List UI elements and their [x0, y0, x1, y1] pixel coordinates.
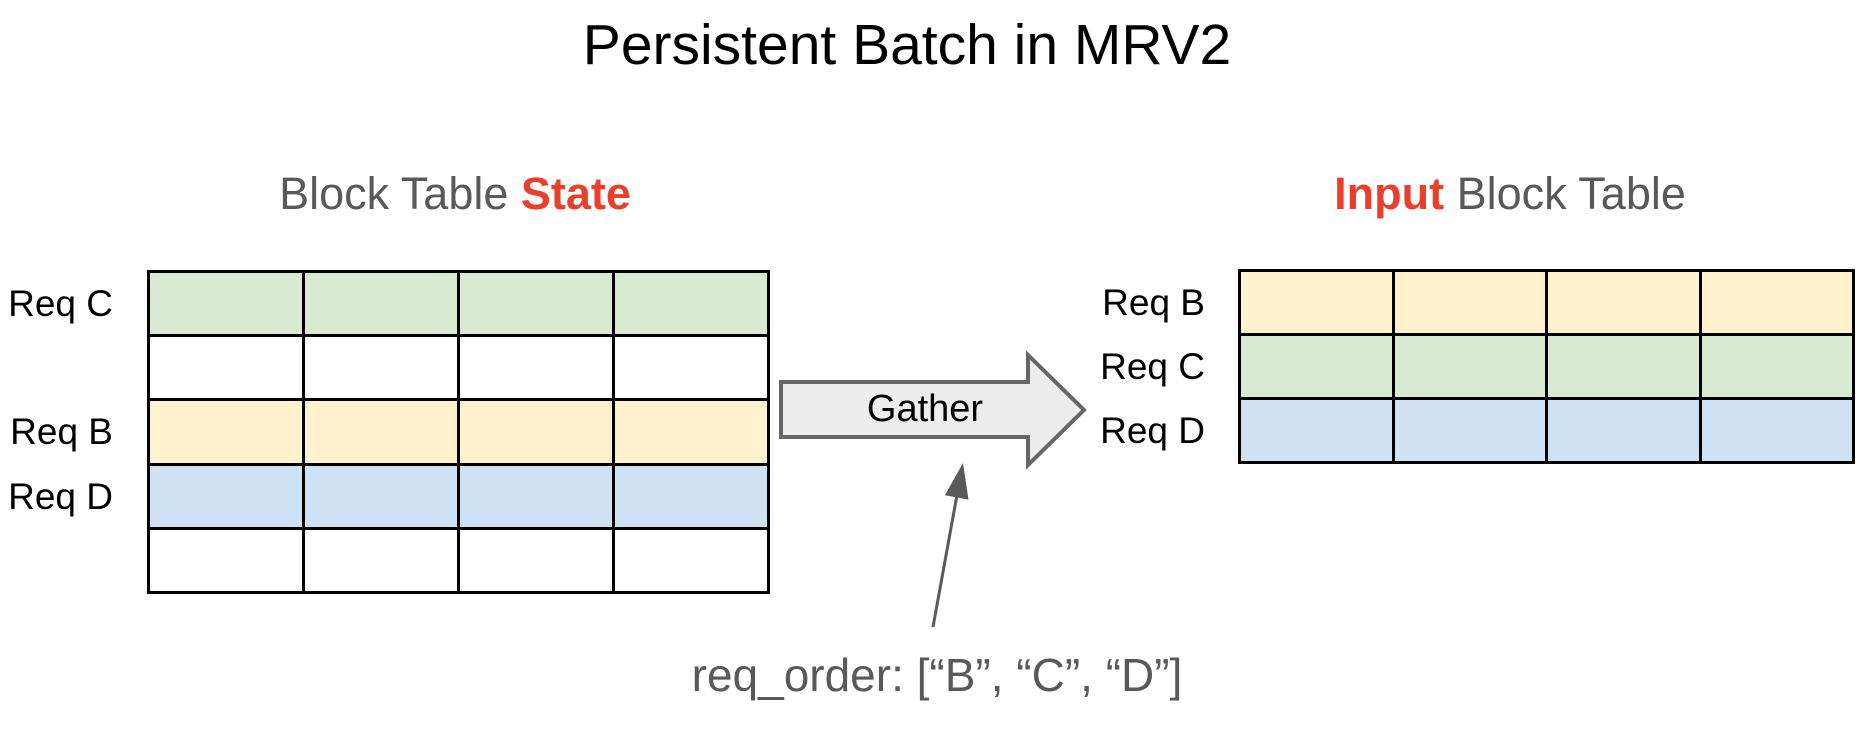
block-cell — [460, 529, 612, 591]
block-cell — [460, 401, 612, 463]
gather-arrow: Gather — [775, 350, 1090, 470]
gather-arrow-label: Gather — [866, 388, 984, 430]
block-cell — [305, 465, 457, 527]
block-cell — [305, 273, 457, 335]
block-cell — [305, 337, 457, 399]
right-heading-gray-text: Block Table — [1444, 168, 1686, 219]
input-block-table-grid — [1238, 269, 1855, 464]
req-order-annotation: req_order: [“B”, “C”, “D”] — [691, 649, 1183, 701]
block-cell — [1394, 272, 1545, 333]
block-cell — [1394, 336, 1545, 397]
block-cell — [460, 273, 612, 335]
block-cell — [460, 337, 612, 399]
left-table-heading: Block Table State — [120, 168, 790, 220]
block-cell — [150, 401, 302, 463]
block-cell — [1701, 336, 1852, 397]
left-heading-accent-text: State — [520, 168, 631, 219]
block-cell — [1241, 272, 1392, 333]
block-cell — [150, 273, 302, 335]
row-label: Req C — [8, 283, 113, 324]
block-cell — [1548, 336, 1699, 397]
right-table-heading: Input Block Table — [1190, 168, 1830, 220]
row-label: Req B — [1102, 282, 1205, 323]
block-cell — [1241, 336, 1392, 397]
annotation-arrow-icon — [931, 463, 969, 628]
block-cell — [150, 529, 302, 591]
block-cell — [1701, 272, 1852, 333]
row-label: Req D — [1100, 410, 1205, 451]
block-cell — [1548, 400, 1699, 461]
block-cell — [305, 529, 457, 591]
block-cell — [615, 465, 767, 527]
block-cell — [305, 401, 457, 463]
block-cell — [615, 401, 767, 463]
left-heading-gray-text: Block Table — [279, 168, 521, 219]
block-cell — [460, 465, 612, 527]
block-cell — [150, 465, 302, 527]
slide-title: Persistent Batch in MRV2 — [582, 13, 1232, 77]
row-label: Req B — [10, 411, 113, 453]
block-cell — [1394, 400, 1545, 461]
row-label: Req D — [8, 475, 113, 517]
annotation-arrow — [910, 455, 980, 640]
block-cell — [150, 337, 302, 399]
block-cell — [1241, 400, 1392, 461]
block-cell — [1548, 272, 1699, 333]
row-label: Req C — [1100, 346, 1205, 387]
block-table-state-grid — [147, 270, 770, 594]
block-cell — [615, 529, 767, 591]
right-heading-accent-text: Input — [1334, 168, 1445, 219]
block-cell — [615, 337, 767, 399]
block-cell — [615, 273, 767, 335]
gather-arrow-shape-icon — [779, 350, 1087, 470]
block-cell — [1701, 400, 1852, 461]
